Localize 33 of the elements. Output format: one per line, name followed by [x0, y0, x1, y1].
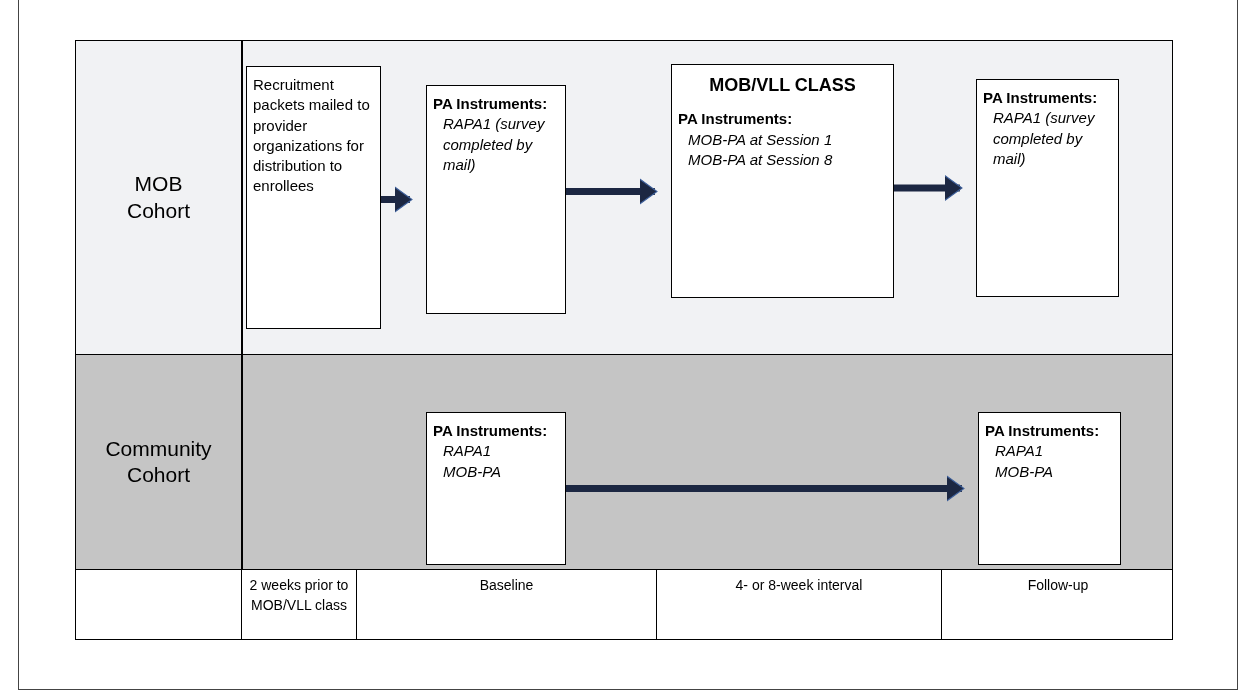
instrument-text: RAPA1 (survey completed by mail)	[442, 114, 546, 175]
box-text: Recruitment packets mailed to provider organizations for distribution to enrollees	[253, 75, 371, 197]
box-heading: MOB/VLL CLASS	[708, 74, 857, 97]
stage-box	[246, 66, 381, 329]
row-heading: Community Cohort	[104, 435, 213, 488]
cohort-row	[75, 40, 1173, 355]
arrow	[566, 178, 658, 205]
instrument-text: RAPA1	[994, 441, 1045, 462]
instrument-text: MOB-PA at Session 8	[687, 149, 834, 170]
arrow	[381, 186, 413, 213]
row-heading: MOB Cohort	[126, 171, 191, 224]
instrument-text: MOB-PA	[442, 461, 503, 482]
arrow	[566, 475, 965, 502]
stage-box	[978, 412, 1121, 565]
instrument-text: RAPA1	[442, 441, 493, 462]
stage-box	[426, 412, 566, 565]
timeline-label: Follow-up	[1027, 576, 1089, 595]
box-heading: PA Instruments:	[985, 421, 1101, 441]
box-heading: PA Instruments:	[678, 109, 794, 130]
arrow	[894, 174, 963, 202]
instrument-text: MOB-PA at Session 1	[687, 129, 834, 150]
box-heading: PA Instruments:	[433, 94, 549, 114]
stage-box	[426, 85, 566, 314]
box-heading: PA Instruments:	[433, 421, 549, 441]
stage-box	[671, 64, 894, 298]
timeline-label: Baseline	[479, 576, 534, 595]
instrument-text: MOB-PA	[994, 461, 1055, 482]
timeline-label: 2 weeks prior to MOB/VLL class	[249, 576, 349, 616]
box-heading: PA Instruments:	[983, 88, 1099, 108]
cohort-row	[75, 354, 1173, 570]
instrument-text: RAPA1 (survey completed by mail)	[992, 108, 1096, 169]
timeline-label: 4- or 8-week interval	[735, 576, 863, 595]
stage-box	[976, 79, 1119, 297]
